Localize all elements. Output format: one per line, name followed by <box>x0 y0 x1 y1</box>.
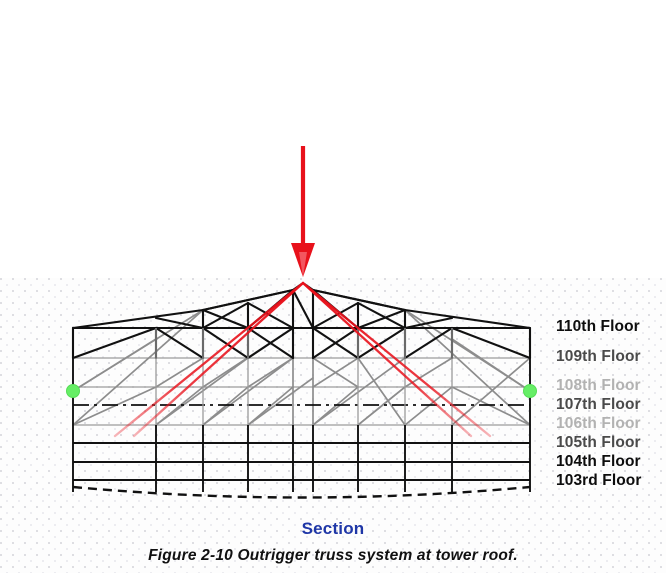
load-path-lines <box>113 281 492 438</box>
floor-label-104: 104th Floor <box>556 453 641 470</box>
section-label: Section <box>301 519 365 538</box>
truss-members-dark <box>71 281 532 360</box>
figure-caption: Figure 2-10 Outrigger truss system at to… <box>148 547 518 564</box>
load-arrow <box>291 146 315 277</box>
support-node-right <box>523 384 537 398</box>
support-node-left <box>66 384 80 398</box>
column-lines-upper-gray <box>155 328 453 425</box>
floor-label-108: 108th Floor <box>556 377 641 394</box>
support-node-markers <box>66 384 537 398</box>
floor-label-109: 109th Floor <box>556 348 641 365</box>
dashed-base-curve <box>72 485 531 499</box>
floor-label-106: 106th Floor <box>556 415 641 432</box>
column-lines <box>72 328 531 492</box>
floor-label-110: 110th Floor <box>556 318 640 335</box>
floor-label-105: 105th Floor <box>556 434 641 451</box>
load-arrow-head-highlight <box>299 252 307 277</box>
floor-label-103: 103rd Floor <box>556 472 642 489</box>
floor-label-107: 107th Floor <box>556 396 641 413</box>
lower-floor-grid <box>73 442 530 481</box>
